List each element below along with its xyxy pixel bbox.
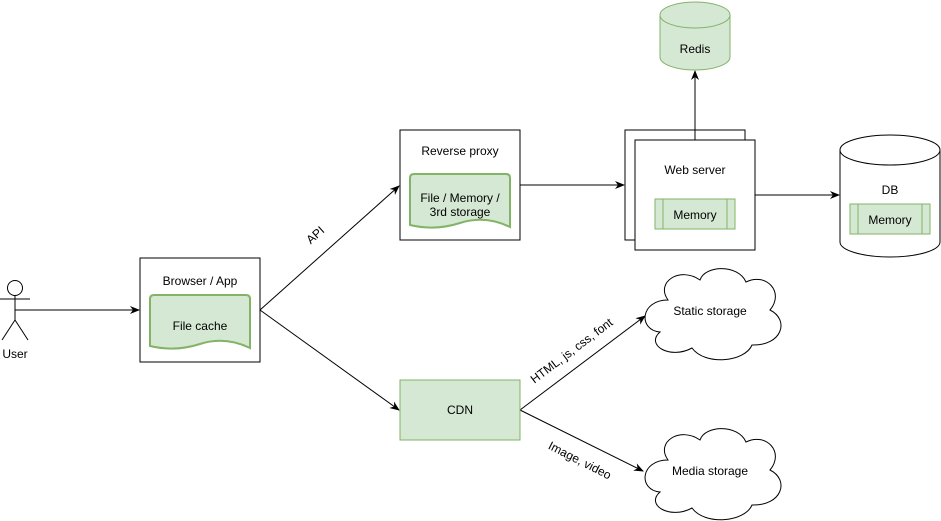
web-server-node[interactable]: Web server Memory bbox=[624, 129, 756, 251]
reverse-proxy-node[interactable]: Reverse proxy File / Memory / 3rd storag… bbox=[399, 129, 521, 241]
static-storage-node[interactable]: Static storage bbox=[644, 268, 782, 361]
redis-label: Redis bbox=[680, 42, 711, 56]
cdn-node[interactable]: CDN bbox=[399, 379, 521, 441]
proxy-storage-label-line1: File / Memory / bbox=[420, 191, 500, 205]
user-icon bbox=[0, 280, 30, 341]
media-storage-label: Media storage bbox=[672, 464, 748, 478]
proxy-storage-document[interactable]: File / Memory / 3rd storage bbox=[409, 173, 511, 229]
reverse-proxy-label: Reverse proxy bbox=[421, 144, 498, 158]
cloud-icon bbox=[644, 428, 782, 521]
db-node[interactable]: DB Memory bbox=[839, 134, 941, 258]
user-actor[interactable]: User bbox=[0, 280, 30, 362]
edge-browser-to-cdn bbox=[259, 309, 400, 411]
web-server-memory-label: Memory bbox=[673, 208, 716, 222]
static-storage-label: Static storage bbox=[673, 304, 747, 318]
edge-cdn-to-media: Image, video bbox=[519, 409, 644, 483]
web-server-front-instance bbox=[634, 139, 756, 251]
user-label: User bbox=[2, 347, 27, 361]
browser-app-node[interactable]: Browser / App File cache bbox=[139, 257, 261, 363]
edge-browser-to-proxy: API bbox=[259, 185, 400, 311]
db-label: DB bbox=[882, 183, 899, 197]
edge-label-api: API bbox=[303, 223, 327, 246]
cloud-icon bbox=[644, 268, 782, 361]
document-shape-icon bbox=[409, 173, 511, 229]
edge-label-media-types: Image, video bbox=[546, 439, 614, 483]
document-shape-icon bbox=[149, 294, 251, 350]
redis-node[interactable]: Redis bbox=[659, 1, 731, 71]
proxy-storage-label-line2: 3rd storage bbox=[430, 205, 491, 219]
edge-label-static-types: HTML, js, css, font bbox=[528, 315, 616, 386]
db-memory-label: Memory bbox=[868, 213, 911, 227]
media-storage-node[interactable]: Media storage bbox=[644, 428, 782, 521]
db-memory-process[interactable]: Memory bbox=[849, 203, 931, 235]
browser-app-label: Browser / App bbox=[163, 274, 238, 288]
cdn-label: CDN bbox=[447, 403, 473, 417]
cylinder-icon bbox=[659, 15, 731, 71]
web-server-label: Web server bbox=[664, 163, 725, 177]
file-cache-label: File cache bbox=[173, 319, 228, 333]
edge-cdn-to-static: HTML, js, css, font bbox=[519, 315, 646, 411]
web-server-memory-process[interactable]: Memory bbox=[654, 198, 736, 230]
file-cache-document[interactable]: File cache bbox=[149, 294, 251, 350]
